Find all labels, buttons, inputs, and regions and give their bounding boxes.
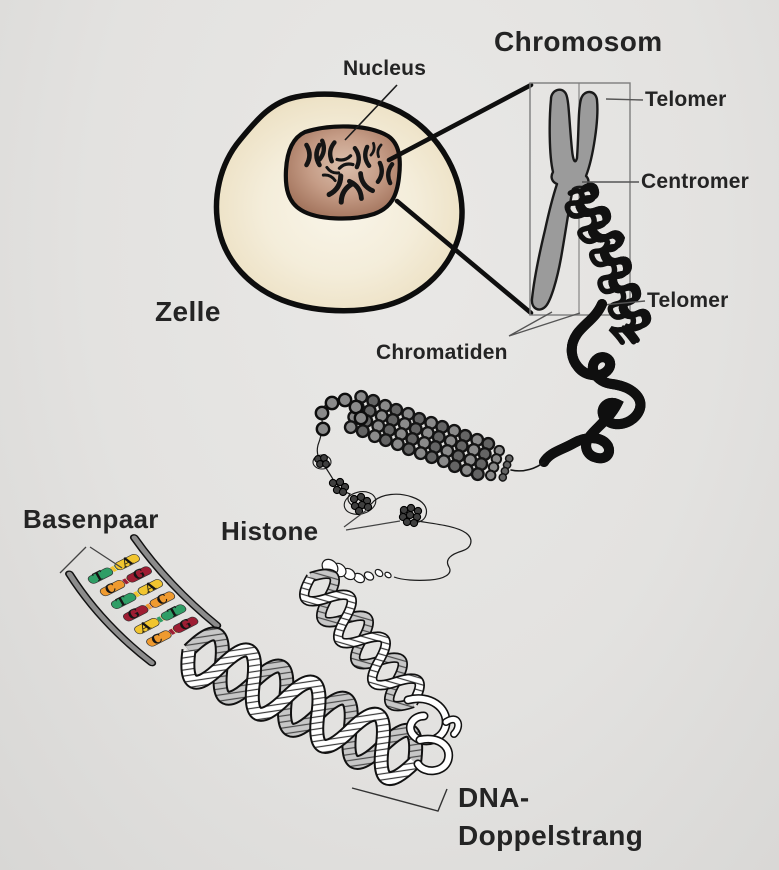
dna-pointer-line: [351, 787, 448, 812]
base-pair-rung: T A: [110, 579, 164, 610]
label-basenpaar: Basenpaar: [23, 504, 159, 534]
label-nucleus: Nucleus: [343, 57, 427, 80]
chromosome-body: [530, 88, 599, 311]
chromatiden-lines: [508, 311, 581, 337]
base-pair-rung: T A: [87, 553, 140, 585]
chromatin-scribble: [567, 185, 648, 342]
nucleosome-beads: [314, 392, 369, 437]
histone-pointer-lines: [343, 508, 401, 531]
label-histone: Histone: [221, 516, 319, 546]
magnifier-line-top: [386, 82, 534, 163]
unraveling-coil: [510, 299, 640, 472]
base-pair-rung: G C: [122, 591, 176, 623]
nucleosome-bead: [315, 421, 331, 437]
base-pair-ladder: T A C G T A G C: [65, 534, 222, 667]
telomer-bottom-line: [602, 300, 646, 306]
base-pair-rung: C G: [146, 616, 199, 648]
nucleosome-bead: [324, 395, 340, 411]
title-chromosom: Chromosom: [494, 26, 663, 57]
nucleosome-bead: [314, 405, 330, 421]
nucleosome-bead: [337, 392, 353, 408]
ladder-rail-right: [131, 535, 220, 628]
histone-cluster-a: [328, 478, 338, 488]
nucleosome-string: [312, 392, 472, 581]
label-zelle: Zelle: [155, 296, 221, 327]
label-chromatiden: Chromatiden: [376, 341, 508, 364]
cell-nucleus: [283, 124, 402, 221]
histone-cluster-c: [399, 505, 409, 515]
chromosome-box: [529, 82, 631, 316]
solenoid-fiber: [342, 388, 515, 483]
label-dna-line1: DNA-: [458, 782, 530, 813]
coil-connector: [510, 461, 545, 472]
histone-clusters: [314, 454, 423, 528]
nucleosome-bead: [353, 410, 369, 426]
label-centromer: Centromer: [641, 170, 749, 193]
label-dna-line2: Doppelstrang: [458, 819, 644, 851]
base-pair-rung: A T: [134, 604, 187, 636]
label-telomer-bottom: Telomer: [647, 289, 729, 312]
nucleus-pointer-line: [344, 84, 398, 141]
magnifier-line-bottom: [394, 198, 534, 316]
basenpaar-pointer-lines: [59, 546, 123, 574]
linker-string: [393, 520, 472, 581]
telomer-top-line: [605, 98, 644, 101]
label-telomer-top: Telomer: [645, 88, 727, 111]
base-pair-rung: C G: [99, 566, 152, 597]
ladder-rail-left: [66, 571, 155, 665]
histone-cluster-b: [349, 494, 359, 504]
label-dna-doppelstrang: DNA- Doppelstrang: [458, 779, 643, 855]
